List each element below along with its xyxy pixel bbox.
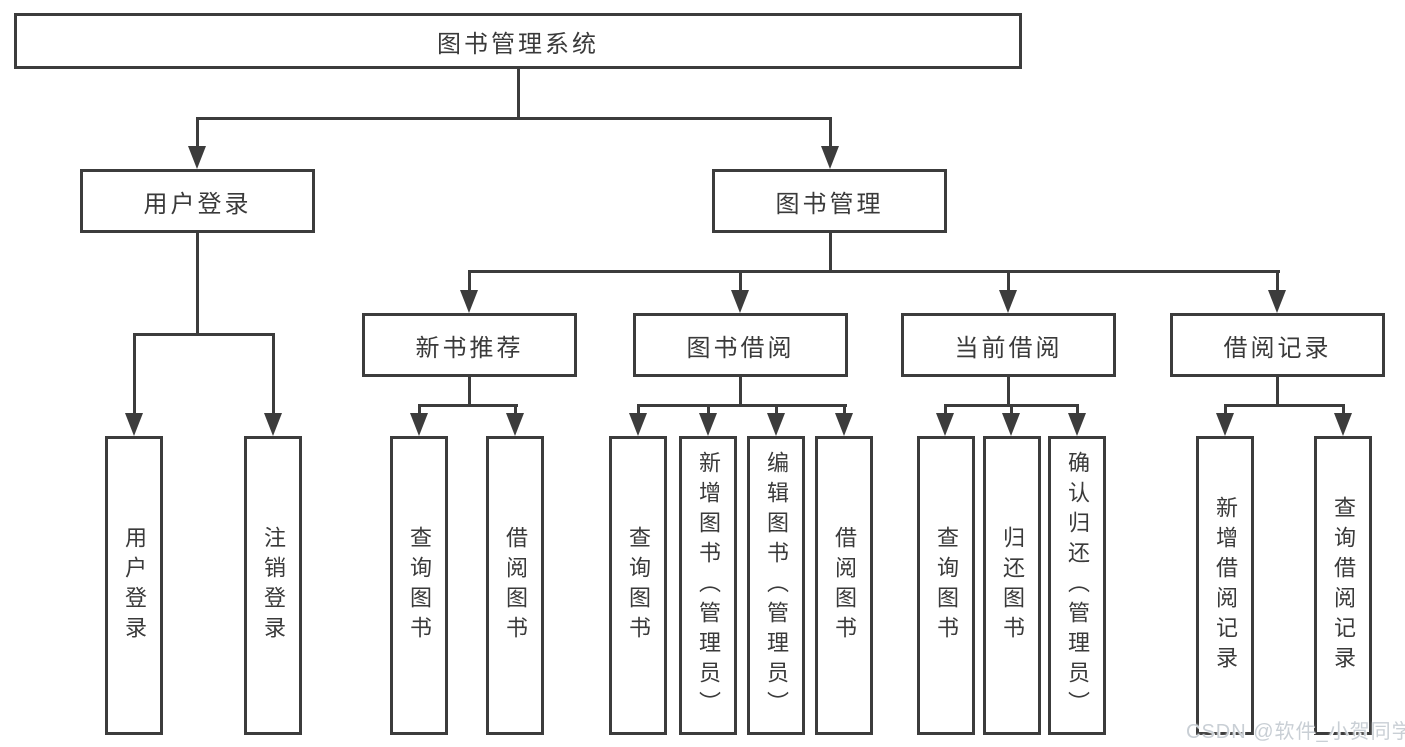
arrow-down-icon (1002, 413, 1020, 436)
connector-line (418, 404, 518, 407)
arrow-down-icon (731, 290, 749, 313)
connector-line (739, 377, 742, 407)
connector-line (196, 233, 199, 336)
connector-line (637, 404, 640, 414)
connector-line (1007, 377, 1010, 407)
arrow-down-icon (410, 413, 428, 436)
connector-line (196, 117, 199, 148)
leaf-borrow-books-borrowing: 借阅图书 (815, 436, 873, 735)
csdn-watermark: CSDN @软件_小贺同学 (1186, 721, 1405, 743)
connector-line (637, 404, 847, 407)
leaf-add-borrow-record: 新增借阅记录 (1196, 436, 1254, 735)
node-new-book-recommendation: 新书推荐 (362, 313, 577, 377)
connector-line (1007, 270, 1010, 291)
node-book-management: 图书管理 (712, 169, 947, 233)
arrow-down-icon (1216, 413, 1234, 436)
node-user-login: 用户登录 (80, 169, 315, 233)
connector-line (468, 270, 1280, 273)
connector-line (1276, 270, 1279, 291)
leaf-return-books: 归还图书 (983, 436, 1041, 735)
arrow-down-icon (506, 413, 524, 436)
leaf-user-login: 用户登录 (105, 436, 163, 735)
arrow-down-icon (629, 413, 647, 436)
connector-line (829, 117, 832, 148)
arrow-down-icon (1068, 413, 1086, 436)
connector-line (1010, 404, 1013, 414)
arrow-down-icon (1268, 290, 1286, 313)
connector-line (517, 69, 520, 120)
leaf-query-books-current: 查询图书 (917, 436, 975, 735)
leaf-query-borrow-record: 查询借阅记录 (1314, 436, 1372, 735)
arrow-down-icon (835, 413, 853, 436)
arrow-down-icon (999, 290, 1017, 313)
arrow-down-icon (188, 146, 206, 169)
connector-line (843, 404, 846, 414)
connector-line (133, 333, 136, 413)
connector-line (418, 404, 421, 414)
node-current-borrowing: 当前借阅 (901, 313, 1116, 377)
connector-line (272, 333, 275, 413)
arrow-down-icon (821, 146, 839, 169)
leaf-query-books-recommend: 查询图书 (390, 436, 448, 735)
connector-line (514, 404, 517, 414)
leaf-confirm-return-admin: 确认归还（管理员） (1048, 436, 1106, 735)
leaf-edit-books-admin: 编辑图书（管理员） (747, 436, 805, 735)
node-library-system-root: 图书管理系统 (14, 13, 1022, 69)
connector-line (468, 377, 471, 407)
node-book-borrowing: 图书借阅 (633, 313, 848, 377)
connector-line (133, 333, 275, 336)
connector-line (468, 270, 471, 291)
arrow-down-icon (125, 413, 143, 436)
leaf-borrow-books-recommend: 借阅图书 (486, 436, 544, 735)
arrow-down-icon (699, 413, 717, 436)
connector-line (707, 404, 710, 414)
arrow-down-icon (936, 413, 954, 436)
leaf-query-books-borrowing: 查询图书 (609, 436, 667, 735)
connector-line (196, 117, 832, 120)
arrow-down-icon (264, 413, 282, 436)
connector-line (775, 404, 778, 414)
arrow-down-icon (1334, 413, 1352, 436)
arrow-down-icon (767, 413, 785, 436)
arrow-down-icon (460, 290, 478, 313)
connector-line (1224, 404, 1227, 414)
connector-line (944, 404, 947, 414)
connector-line (1342, 404, 1345, 414)
connector-line (739, 270, 742, 291)
leaf-add-books-admin: 新增图书（管理员） (679, 436, 737, 735)
node-borrowing-records: 借阅记录 (1170, 313, 1385, 377)
connector-line (1224, 404, 1345, 407)
leaf-logout-login: 注销登录 (244, 436, 302, 735)
connector-line (1076, 404, 1079, 414)
connector-line (829, 233, 832, 273)
connector-line (1276, 377, 1279, 407)
